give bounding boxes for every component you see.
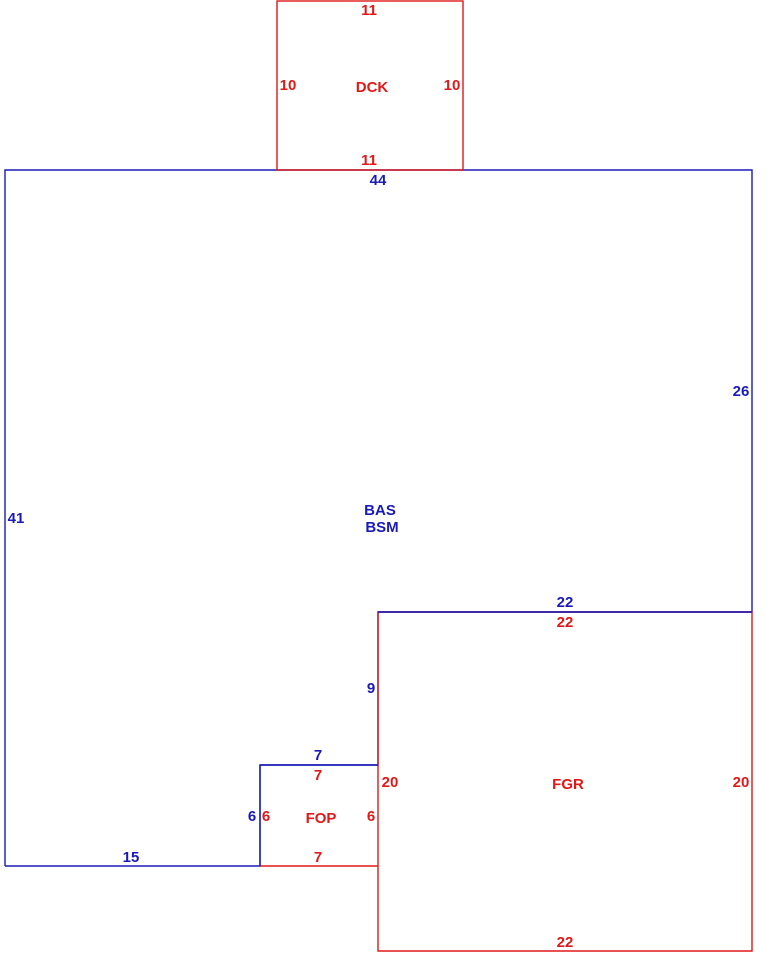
fop-bottom-dimension: 7 xyxy=(314,849,322,866)
bas-right-dimension: 26 xyxy=(733,383,750,400)
fgr-bottom-dimension: 22 xyxy=(557,934,574,951)
bas-step-top-dimension: 22 xyxy=(557,594,574,611)
bas-bottom-dimension: 15 xyxy=(123,849,140,866)
dck-area-label: DCK xyxy=(356,79,389,96)
fgr-area-label: FGR xyxy=(552,776,584,793)
fop-right-dimension: 6 xyxy=(367,808,375,825)
bas-top-dimension: 44 xyxy=(370,172,387,189)
dck-top-dimension: 11 xyxy=(361,2,377,19)
fgr-right-dimension: 20 xyxy=(733,774,750,791)
dck-right-dimension: 10 xyxy=(444,77,461,94)
fgr-top-dimension: 22 xyxy=(557,614,574,631)
dck-bottom-dimension: 11 xyxy=(361,152,377,169)
bas-fop-top-dimension: 7 xyxy=(314,747,322,764)
bas-left-dimension: 41 xyxy=(8,510,25,527)
fop-area-label: FOP xyxy=(306,810,337,827)
dck-outline xyxy=(276,0,464,171)
bas-step-vertical-dimension: 9 xyxy=(367,680,375,697)
bas-area-label: BAS xyxy=(364,502,396,519)
fgr-left-dimension: 20 xyxy=(382,774,399,791)
bas-fop-left-dimension: 6 xyxy=(248,808,256,825)
bsm-area-label: BSM xyxy=(365,519,398,536)
dck-left-dimension: 10 xyxy=(280,77,297,94)
fop-left-dimension: 6 xyxy=(262,808,270,825)
fop-top-dimension: 7 xyxy=(314,767,322,784)
